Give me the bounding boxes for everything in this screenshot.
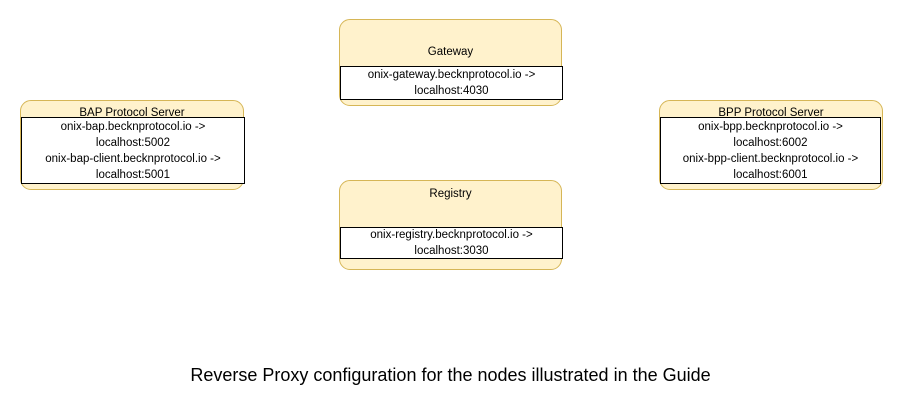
node-gateway-mapping-0-target: localhost:4030 bbox=[414, 85, 489, 97]
node-bpp-protocol-server[interactable]: BPP Protocol Server onix-bpp.becknprotoc… bbox=[659, 100, 883, 190]
node-registry-mapping-0-source: onix-registry.becknprotocol.io -> bbox=[370, 229, 533, 241]
node-bap-detail: onix-bap.becknprotocol.io -> localhost:5… bbox=[21, 117, 245, 184]
node-bpp-detail: onix-bpp.becknprotocol.io -> localhost:6… bbox=[660, 117, 881, 184]
node-bap-mapping-1-source: onix-bap-client.becknprotocol.io -> bbox=[45, 152, 221, 165]
node-gateway-title: Gateway bbox=[427, 46, 474, 58]
node-gateway-detail: onix-gateway.becknprotocol.io -> localho… bbox=[340, 66, 563, 100]
node-registry-title: Registry bbox=[429, 188, 472, 200]
node-registry[interactable]: Registry onix-registry.becknprotocol.io … bbox=[339, 180, 563, 270]
node-bpp-title: BPP Protocol Server bbox=[718, 107, 824, 119]
node-registry-detail: onix-registry.becknprotocol.io -> localh… bbox=[340, 227, 563, 259]
node-bap-title: BAP Protocol Server bbox=[79, 107, 185, 119]
diagram-caption: Reverse Proxy configuration for the node… bbox=[190, 365, 711, 385]
node-registry-mapping-0-target: localhost:3030 bbox=[414, 245, 489, 257]
node-bap-mapping-0-source: onix-bap.becknprotocol.io -> bbox=[60, 120, 206, 133]
node-bpp-mapping-0-target: localhost:6002 bbox=[733, 136, 808, 149]
node-bpp-mapping-1-target: localhost:6001 bbox=[733, 168, 808, 181]
node-gateway-mapping-0-source: onix-gateway.becknprotocol.io -> bbox=[367, 69, 536, 81]
node-bap-mapping-0-target: localhost:5002 bbox=[95, 136, 171, 149]
node-bap-mapping-1-target: localhost:5001 bbox=[95, 168, 171, 181]
node-bpp-mapping-1-source: onix-bpp-client.becknprotocol.io -> bbox=[682, 152, 859, 165]
node-bpp-mapping-0-source: onix-bpp.becknprotocol.io -> bbox=[698, 120, 843, 133]
node-bap-protocol-server[interactable]: BAP Protocol Server onix-bap.becknprotoc… bbox=[20, 100, 245, 190]
node-gateway[interactable]: Gateway onix-gateway.becknprotocol.io ->… bbox=[339, 19, 563, 106]
